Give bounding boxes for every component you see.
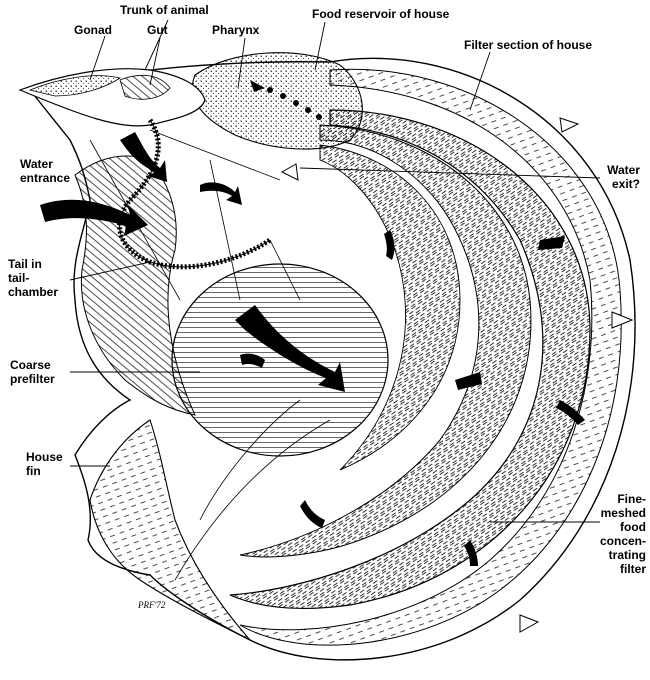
label-tail-line3: chamber — [8, 285, 58, 299]
label-water-exit-line2: exit? — [596, 177, 640, 191]
label-fine-line6: filter — [580, 562, 646, 576]
label-gonad: Gonad — [74, 23, 112, 37]
label-filter-section: Filter section of house — [464, 38, 592, 52]
label-fine-line5: trating — [580, 548, 646, 562]
label-fine-line2: meshed — [580, 506, 646, 520]
label-fin-line1: House — [26, 450, 63, 464]
label-water-entrance-line1: Water — [20, 157, 70, 171]
label-water-exit-line1: Water — [596, 163, 640, 177]
artist-signature: PRF'72 — [138, 600, 165, 610]
coarse-prefilter — [172, 264, 388, 456]
label-gut: Gut — [147, 23, 168, 37]
label-prefilter-line1: Coarse — [10, 358, 55, 372]
label-tail-line2: tail- — [8, 271, 58, 285]
label-food-reservoir: Food reservoir of house — [312, 7, 449, 21]
label-pharynx: Pharynx — [212, 23, 259, 37]
label-fine-line4: concen- — [580, 534, 646, 548]
label-fine-line3: food — [580, 520, 646, 534]
label-water-entrance-line2: entrance — [20, 171, 70, 185]
label-fine-line1: Fine- — [580, 492, 646, 506]
label-tail-in-tail-chamber: Tail in tail- chamber — [8, 257, 58, 299]
label-water-exit: Water exit? — [596, 163, 640, 191]
label-fin-line2: fin — [26, 464, 63, 478]
label-coarse-prefilter: Coarse prefilter — [10, 358, 55, 386]
label-water-entrance: Water entrance — [20, 157, 70, 185]
label-tail-line1: Tail in — [8, 257, 58, 271]
label-prefilter-line2: prefilter — [10, 372, 55, 386]
label-trunk-of-animal: Trunk of animal — [120, 3, 209, 17]
label-house-fin: House fin — [26, 450, 63, 478]
label-fine-meshed-filter: Fine- meshed food concen- trating filter — [580, 492, 646, 576]
